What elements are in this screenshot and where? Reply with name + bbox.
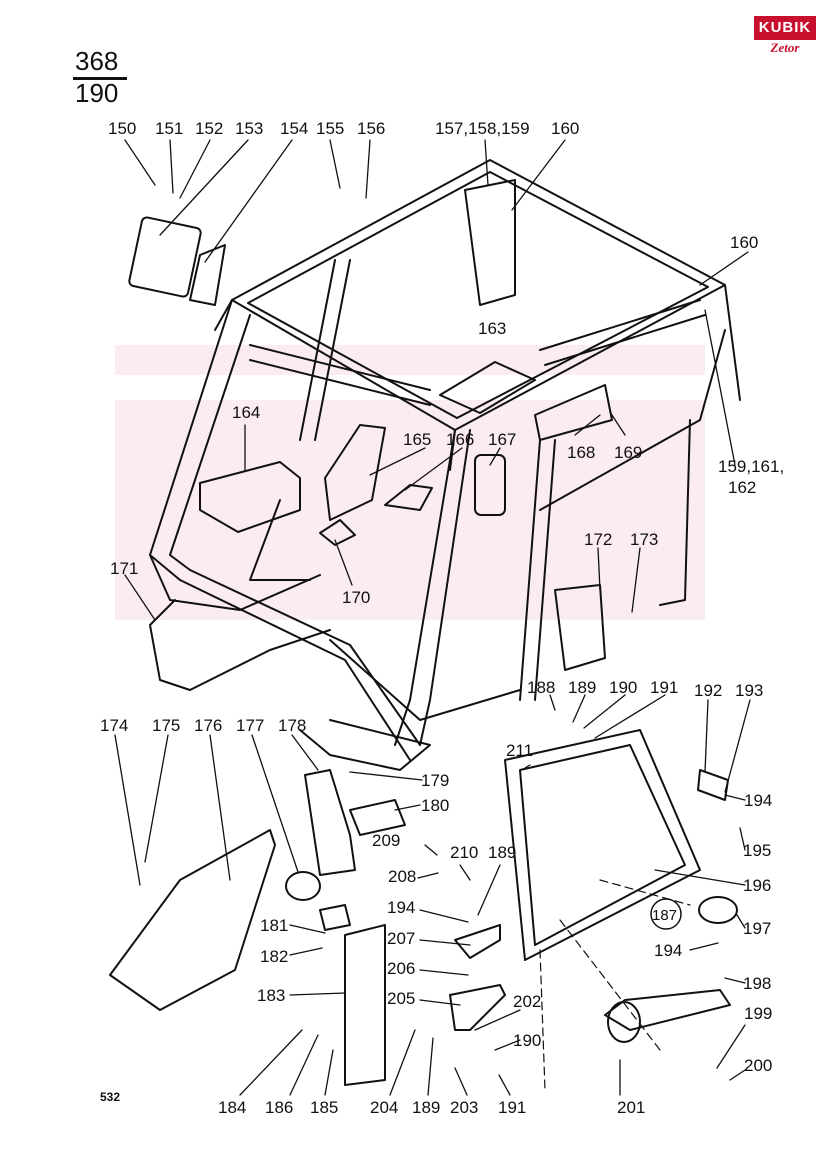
callout-154: 154 [280, 119, 308, 138]
callout-202: 202 [513, 992, 541, 1011]
callout-192: 192 [694, 681, 722, 700]
callout-185: 185 [310, 1098, 338, 1117]
callout-181: 181 [260, 916, 288, 935]
callout-183: 183 [257, 986, 285, 1005]
callout-194-mid: 194 [654, 941, 682, 960]
callout-205: 205 [387, 989, 415, 1008]
item-187-marker [650, 898, 682, 930]
logo-brand: KUBIK [754, 16, 816, 40]
callout-160-right: 160 [730, 233, 758, 252]
callout-164: 164 [232, 403, 260, 422]
callout-193: 193 [735, 681, 763, 700]
callout-197: 197 [743, 919, 771, 938]
callout-160-top: 160 [551, 119, 579, 138]
callout-194-low: 194 [387, 898, 415, 917]
callout-186: 186 [265, 1098, 293, 1117]
page-ref-divider [73, 77, 127, 80]
callout-194-top: 194 [744, 791, 772, 810]
callout-200: 200 [744, 1056, 772, 1075]
callout-191-right: 191 [650, 678, 678, 697]
callout-195: 195 [743, 841, 771, 860]
callout-165: 165 [403, 430, 431, 449]
callout-207: 207 [387, 929, 415, 948]
callout-167: 167 [488, 430, 516, 449]
callout-170: 170 [342, 588, 370, 607]
callout-208: 208 [388, 867, 416, 886]
callout-189-low: 189 [412, 1098, 440, 1117]
callout-175: 175 [152, 716, 180, 735]
callout-172: 172 [584, 530, 612, 549]
callout-166: 166 [446, 430, 474, 449]
callout-173: 173 [630, 530, 658, 549]
cab-frame [149, 259, 726, 771]
callout-188: 188 [527, 678, 555, 697]
callout-171: 171 [110, 559, 138, 578]
callout-209: 209 [372, 831, 400, 850]
callout-labels: 150 151 152 153 154 155 156 157,158,159 … [100, 119, 784, 1117]
callout-162: 162 [728, 478, 756, 497]
callout-204: 204 [370, 1098, 398, 1117]
logo-dealer: Zetor [770, 40, 800, 55]
callout-191-low: 191 [498, 1098, 526, 1117]
callout-182: 182 [260, 947, 288, 966]
callout-211: 211 [506, 741, 533, 760]
callout-189-right: 189 [568, 678, 596, 697]
callout-163: 163 [478, 319, 506, 338]
callout-203: 203 [450, 1098, 478, 1117]
callout-155: 155 [316, 119, 344, 138]
assembly-lines [539, 879, 691, 1091]
callout-187: 187 [652, 907, 677, 924]
callout-201: 201 [617, 1098, 645, 1117]
callout-199: 199 [744, 1004, 772, 1023]
callout-156: 156 [357, 119, 385, 138]
callout-177: 177 [236, 716, 264, 735]
callout-157-158-159: 157,158,159 [435, 119, 530, 138]
callout-152: 152 [195, 119, 223, 138]
callout-180: 180 [421, 796, 449, 815]
callout-169: 169 [614, 443, 642, 462]
callout-168: 168 [567, 443, 595, 462]
callout-151: 151 [155, 119, 183, 138]
callout-206: 206 [387, 959, 415, 978]
callout-153: 153 [235, 119, 263, 138]
callout-178: 178 [278, 716, 306, 735]
page-number: 532 [100, 1090, 121, 1104]
callout-198: 198 [743, 974, 771, 993]
callout-189-mid: 189 [488, 843, 516, 862]
page-ref-bottom: 190 [75, 78, 119, 108]
callout-159-161: 159,161, [718, 457, 784, 476]
callout-174: 174 [100, 716, 128, 735]
callout-210: 210 [450, 843, 478, 862]
roof-frame [214, 159, 741, 471]
leader-lines [114, 139, 751, 1096]
parts [109, 179, 738, 1086]
kubik-zetor-logo: KUBIK Zetor [754, 16, 816, 64]
callout-196: 196 [743, 876, 771, 895]
page-ref-top: 368 [75, 46, 119, 76]
callout-150: 150 [108, 119, 136, 138]
callout-176: 176 [194, 716, 222, 735]
callout-190-right: 190 [609, 678, 637, 697]
callout-190-low: 190 [513, 1031, 541, 1050]
callout-184: 184 [218, 1098, 246, 1117]
callout-179: 179 [421, 771, 449, 790]
